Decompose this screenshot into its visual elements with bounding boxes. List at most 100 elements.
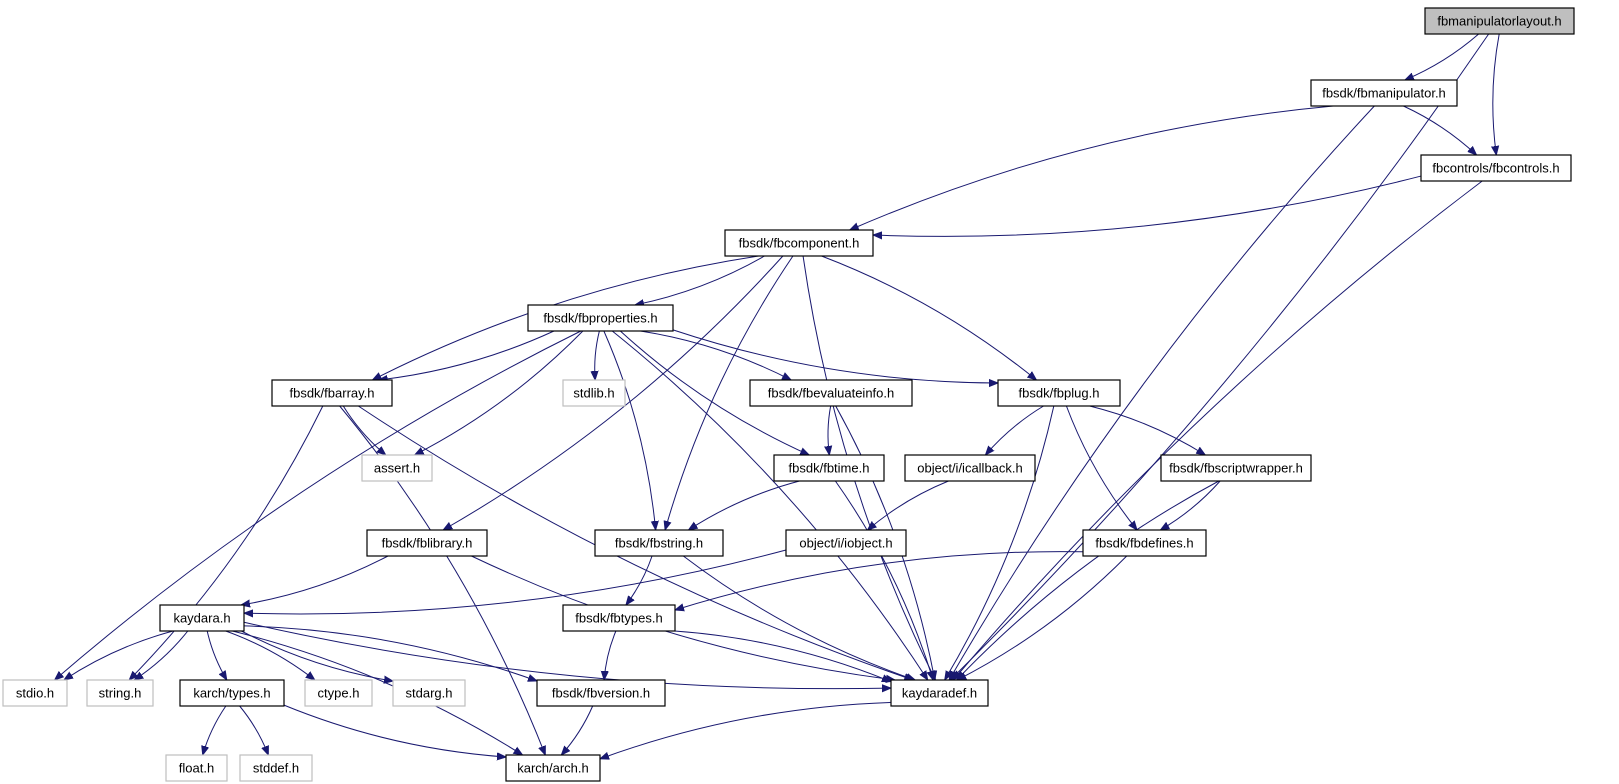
edge-iobject-to-kaydara	[244, 549, 787, 614]
node-kaydara[interactable]: kaydara.h	[159, 604, 245, 632]
node-karchtypes[interactable]: karch/types.h	[179, 679, 285, 707]
edge-fbproperties-to-fbtime	[619, 330, 809, 455]
edge-fbtime-to-fbstring	[688, 480, 800, 530]
node-label: kaydaradef.h	[902, 686, 977, 701]
node-box	[1160, 454, 1312, 482]
node-box	[361, 454, 433, 482]
edge-fbproperties-to-stdio	[55, 330, 582, 680]
node-label: fbmanipulatorlayout.h	[1437, 14, 1561, 29]
node-box	[773, 454, 885, 482]
node-box	[562, 604, 676, 632]
edge-fbversion-to-karcharch	[561, 705, 594, 755]
node-label: fbcontrols/fbcontrols.h	[1432, 161, 1559, 176]
node-label: object/i/iobject.h	[799, 536, 892, 551]
node-label: fbsdk/fbscriptwrapper.h	[1169, 461, 1303, 476]
node-label: fbsdk/fbtime.h	[789, 461, 870, 476]
edge-fbproperties-to-fbarray	[379, 330, 555, 380]
edge-fbtime-to-kaydaradef	[834, 480, 933, 680]
edge-fbplug-to-fbdefines	[1065, 405, 1137, 530]
node-fbstring[interactable]: fbsdk/fbstring.h	[594, 529, 724, 557]
edge-fbtypes-to-kaydaradef	[674, 630, 891, 683]
node-icallback[interactable]: object/i/icallback.h	[904, 454, 1036, 482]
edge-fbstring-to-kaydaradef	[683, 555, 915, 680]
node-fbtime[interactable]: fbsdk/fbtime.h	[773, 454, 885, 482]
node-box	[749, 379, 913, 407]
node-box	[366, 529, 488, 557]
edge-fbevaluateinfo-to-fbtime	[828, 405, 831, 455]
node-label: fbsdk/fbcomponent.h	[739, 236, 860, 251]
node-fbarray[interactable]: fbsdk/fbarray.h	[271, 379, 393, 407]
edge-karchtypes-to-stddef	[239, 705, 269, 755]
edge-fbstring-to-fbtypes	[626, 555, 653, 605]
node-label: fbsdk/fbtypes.h	[575, 611, 662, 626]
node-box	[304, 679, 373, 707]
node-label: fbsdk/fbversion.h	[552, 686, 650, 701]
node-fbcomponent[interactable]: fbsdk/fbcomponent.h	[724, 229, 874, 257]
edge-kaydara-to-karcharch	[232, 630, 522, 755]
node-fbscriptwrapper[interactable]: fbsdk/fbscriptwrapper.h	[1160, 454, 1312, 482]
edge-fbproperties-to-fbevaluateinfo	[640, 330, 791, 380]
node-string: string.h	[86, 679, 154, 707]
node-fbcontrols[interactable]: fbcontrols/fbcontrols.h	[1420, 154, 1572, 182]
node-box	[271, 379, 393, 407]
edge-fbproperties-to-fbplug	[672, 329, 998, 383]
node-fbversion[interactable]: fbsdk/fbversion.h	[536, 679, 666, 707]
node-fbproperties[interactable]: fbsdk/fbproperties.h	[527, 304, 674, 332]
node-fblibrary[interactable]: fbsdk/fblibrary.h	[366, 529, 488, 557]
edge-fbarray-to-karcharch	[339, 405, 546, 755]
node-stdarg: stdarg.h	[392, 679, 466, 707]
node-box	[890, 679, 989, 707]
edge-fbcomponent-to-fbstring	[665, 255, 794, 530]
edge-fbcontrols-to-kaydaradef	[953, 180, 1483, 680]
edge-kaydara-to-fbversion	[243, 625, 537, 681]
node-box	[505, 754, 601, 782]
node-stdlib: stdlib.h	[562, 379, 626, 407]
node-box	[724, 229, 874, 257]
edge-kaydara-to-ctype	[225, 630, 315, 680]
edge-fbmanipulator-to-fbcontrols	[1403, 105, 1476, 155]
node-label: fbsdk/fbevaluateinfo.h	[768, 386, 894, 401]
edge-fbscriptwrapper-to-kaydaradef	[957, 480, 1220, 680]
node-karcharch[interactable]: karch/arch.h	[505, 754, 601, 782]
node-iobject[interactable]: object/i/iobject.h	[785, 529, 907, 557]
nodes-layer: fbmanipulatorlayout.h fbsdk/fbmanipulator…	[2, 7, 1575, 782]
node-kaydaradef[interactable]: kaydaradef.h	[890, 679, 989, 707]
edge-fbplug-to-kaydaradef	[945, 405, 1055, 680]
edge-karchtypes-to-float	[203, 705, 227, 755]
node-label: fbsdk/fbstring.h	[615, 536, 703, 551]
node-box	[165, 754, 228, 782]
node-box	[392, 679, 466, 707]
edge-fbtypes-to-fbversion	[604, 630, 617, 680]
node-box	[1310, 79, 1458, 107]
edge-fbmanipulatorlayout-to-kaydaradef	[950, 33, 1490, 680]
node-ctype: ctype.h	[304, 679, 373, 707]
node-box	[239, 754, 313, 782]
edge-fbproperties-to-stdlib	[595, 330, 600, 380]
node-label: object/i/icallback.h	[917, 461, 1023, 476]
edge-fbmanipulatorlayout-to-fbmanipulator	[1405, 33, 1479, 80]
node-label: ctype.h	[318, 686, 360, 701]
node-box	[562, 379, 626, 407]
edge-kaydara-to-kaydaradef	[243, 621, 891, 688]
node-label: karch/types.h	[193, 686, 270, 701]
edge-fbmanipulator-to-kaydaradef	[949, 105, 1375, 680]
node-label: float.h	[179, 761, 214, 776]
node-label: fbsdk/fblibrary.h	[382, 536, 473, 551]
edge-fblibrary-to-kaydaradef	[471, 555, 895, 680]
node-label: kaydara.h	[173, 611, 230, 626]
node-box	[1424, 7, 1575, 35]
edge-fbcomponent-to-fbproperties	[635, 255, 765, 305]
node-fbevaluateinfo[interactable]: fbsdk/fbevaluateinfo.h	[749, 379, 913, 407]
node-box	[594, 529, 724, 557]
node-fbmanipulatorlayout: fbmanipulatorlayout.h	[1424, 7, 1575, 35]
node-label: stdarg.h	[406, 686, 453, 701]
node-fbmanipulator[interactable]: fbsdk/fbmanipulator.h	[1310, 79, 1458, 107]
node-fbplug[interactable]: fbsdk/fbplug.h	[997, 379, 1121, 407]
edge-fbproperties-to-fbstring	[603, 330, 656, 530]
node-stdio: stdio.h	[2, 679, 68, 707]
edge-fblibrary-to-kaydara	[241, 555, 389, 605]
node-label: fbsdk/fbdefines.h	[1095, 536, 1193, 551]
node-fbtypes[interactable]: fbsdk/fbtypes.h	[562, 604, 676, 632]
node-fbdefines[interactable]: fbsdk/fbdefines.h	[1082, 529, 1207, 557]
